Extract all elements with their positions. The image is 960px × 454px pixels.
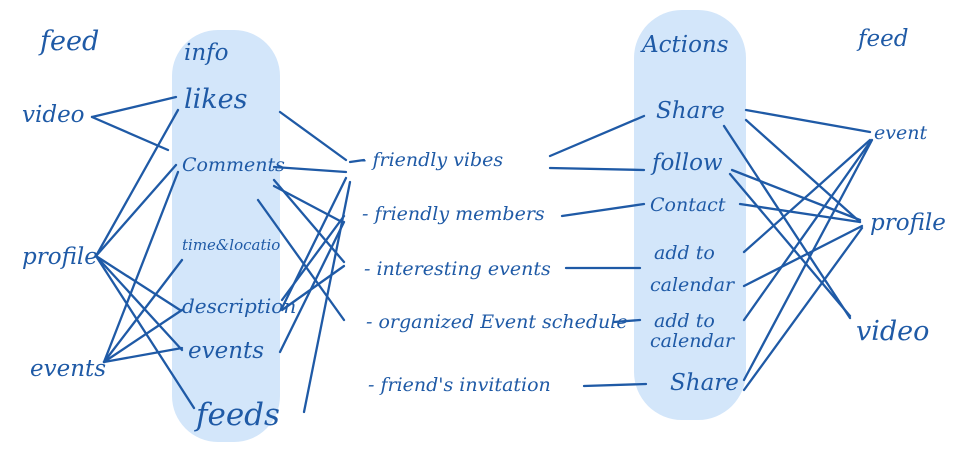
reason-friend-invitation: - friend's invitation xyxy=(368,374,551,396)
connector-share-profile xyxy=(744,118,862,224)
connector-comments-events xyxy=(272,178,346,264)
connector-events-info-members xyxy=(278,220,346,354)
connector-video-likes xyxy=(90,95,178,119)
connector-feeds-vibes xyxy=(302,180,352,414)
connector-time-schedule xyxy=(256,198,346,322)
connector-description-members xyxy=(280,214,346,302)
left-feed-item-events: events xyxy=(30,356,107,382)
action-add-to-1: add to xyxy=(654,242,715,264)
connector-comments-vibes xyxy=(272,165,348,174)
actions-column-highlight xyxy=(634,10,746,420)
actions-title: Actions xyxy=(642,32,729,58)
info-item-events: events xyxy=(188,338,265,364)
connector-calendar2-event xyxy=(742,140,872,322)
connector-calendar-profile xyxy=(742,224,864,288)
connector-profile-events xyxy=(94,254,184,352)
connector-vibes-share xyxy=(548,114,646,158)
reason-organized-schedule: - organized Event schedule xyxy=(366,311,628,333)
connector-share-video xyxy=(722,124,852,320)
connector-video-comments xyxy=(90,115,170,152)
info-item-time-location: time&locatio xyxy=(182,236,281,254)
vibes-dash xyxy=(348,158,366,164)
info-item-feeds: feeds xyxy=(196,397,280,433)
right-feed-item-event: event xyxy=(874,122,928,144)
connector-follow-profile xyxy=(730,168,862,222)
action-contact: Contact xyxy=(650,194,726,216)
connector-invitation-share xyxy=(582,382,648,388)
connector-share-event xyxy=(744,108,872,134)
info-title: info xyxy=(184,40,229,66)
right-feed-item-video: video xyxy=(856,316,930,347)
left-feed-item-video: video xyxy=(22,102,85,128)
connector-events-events xyxy=(102,346,184,364)
connector-share2-event xyxy=(742,138,874,382)
info-column-highlight xyxy=(172,30,280,442)
action-calendar-2: calendar xyxy=(650,330,735,352)
info-item-comments: Comments xyxy=(182,154,285,176)
right-feed-title: feed xyxy=(858,26,909,52)
connector-members-contact xyxy=(560,202,646,218)
connector-likes-vibes xyxy=(278,110,348,162)
left-feed-item-profile: profile xyxy=(22,244,98,270)
connector-description-events xyxy=(280,264,346,312)
connector-calendar-event xyxy=(742,138,872,254)
action-share-2: Share xyxy=(670,370,739,396)
reason-friendly-members: - friendly members xyxy=(362,203,545,225)
connector-share2-profile xyxy=(742,226,864,392)
connector-comments-members xyxy=(272,184,344,224)
connector-events-description xyxy=(102,308,184,364)
info-item-likes: likes xyxy=(184,84,248,115)
connector-profile-likes xyxy=(94,108,180,258)
connector-events-comments xyxy=(102,170,180,364)
action-calendar-1: calendar xyxy=(650,274,735,296)
connector-events-time xyxy=(102,258,184,364)
connector-contact-profile xyxy=(738,202,862,224)
connector-schedule-calendar xyxy=(612,318,642,324)
reason-interesting-events: - interesting events xyxy=(364,258,551,280)
connector-profile-feeds xyxy=(94,254,196,410)
connector-profile-comments xyxy=(94,163,178,258)
right-feed-item-profile: profile xyxy=(870,210,946,236)
connector-profile-description xyxy=(94,254,182,312)
connector-follow-video xyxy=(728,172,852,318)
action-add-to-2: add to xyxy=(654,310,715,332)
action-share: Share xyxy=(656,98,725,124)
left-feed-title: feed xyxy=(40,26,100,57)
connector-vibes-follow xyxy=(548,166,646,172)
action-follow: follow xyxy=(652,150,723,176)
reason-friendly-vibes: - friendly vibes xyxy=(360,149,504,171)
info-item-description: description xyxy=(182,294,297,318)
